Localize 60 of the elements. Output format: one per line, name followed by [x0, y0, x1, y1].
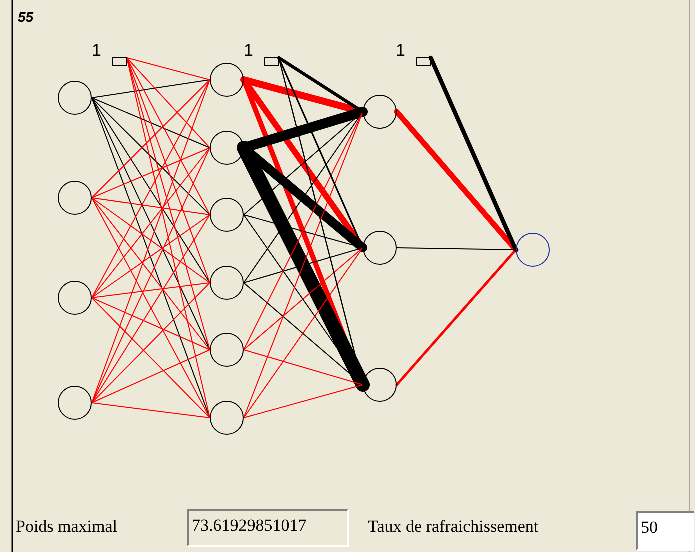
neuron-circle	[363, 368, 397, 402]
connection-line	[92, 402, 210, 418]
neuron-circle	[58, 281, 92, 315]
connection-line	[126, 58, 210, 284]
bias-label: 1	[244, 42, 254, 60]
connection-line	[244, 248, 364, 350]
connection-line	[92, 80, 210, 298]
bias-label: 1	[396, 42, 406, 60]
field-label: Poids maximal	[16, 517, 118, 537]
field-label: Taux de rafraichissement	[368, 517, 539, 537]
neuron-circle	[363, 95, 397, 129]
neuron-circle	[210, 333, 244, 367]
connection-line	[126, 58, 210, 148]
connection-line	[92, 298, 210, 418]
value-field: 73.61929851017	[187, 509, 349, 547]
connection-line	[92, 282, 210, 404]
connection-line	[428, 56, 518, 252]
neuron-circle	[210, 198, 244, 232]
neuron-circle	[210, 266, 244, 300]
connection-line	[394, 109, 519, 253]
connection-line	[92, 214, 210, 298]
neuron-circle	[58, 386, 92, 420]
connection-line	[92, 282, 210, 298]
connection-line	[126, 58, 210, 216]
connection-line	[126, 58, 210, 80]
connection-line	[92, 148, 210, 298]
counter-text: 55	[18, 8, 34, 27]
connection-line	[126, 58, 210, 350]
connection-line	[244, 384, 364, 418]
neuron-circle	[58, 181, 92, 215]
connection-line	[277, 56, 365, 114]
connection-line	[92, 80, 210, 198]
connection-line	[92, 350, 210, 404]
neuron-circle	[58, 81, 92, 115]
connection-line	[92, 148, 210, 198]
connection-line	[396, 248, 518, 386]
connection-line	[92, 198, 210, 350]
connection-line	[396, 248, 516, 250]
connection-line	[92, 148, 210, 404]
neuron-circle	[363, 231, 397, 265]
connection-line	[237, 141, 370, 392]
connection-line	[92, 298, 210, 350]
neuron-circle	[210, 63, 244, 97]
neuron-circle	[210, 131, 244, 165]
connection-line	[244, 112, 364, 350]
neuron-circle	[210, 401, 244, 435]
bias-label: 1	[92, 42, 102, 60]
connection-line	[126, 58, 210, 418]
connection-line	[92, 98, 210, 216]
connection-line	[92, 198, 210, 216]
connection-line	[92, 80, 210, 98]
connection-line	[244, 350, 364, 386]
connection-line	[92, 98, 210, 284]
connection-line	[244, 112, 364, 418]
value-field: 50	[636, 511, 694, 551]
connection-line	[92, 198, 210, 284]
connection-line	[92, 98, 210, 148]
connection-line	[278, 57, 364, 386]
neuron-circle	[516, 233, 550, 267]
connection-line	[244, 248, 364, 418]
